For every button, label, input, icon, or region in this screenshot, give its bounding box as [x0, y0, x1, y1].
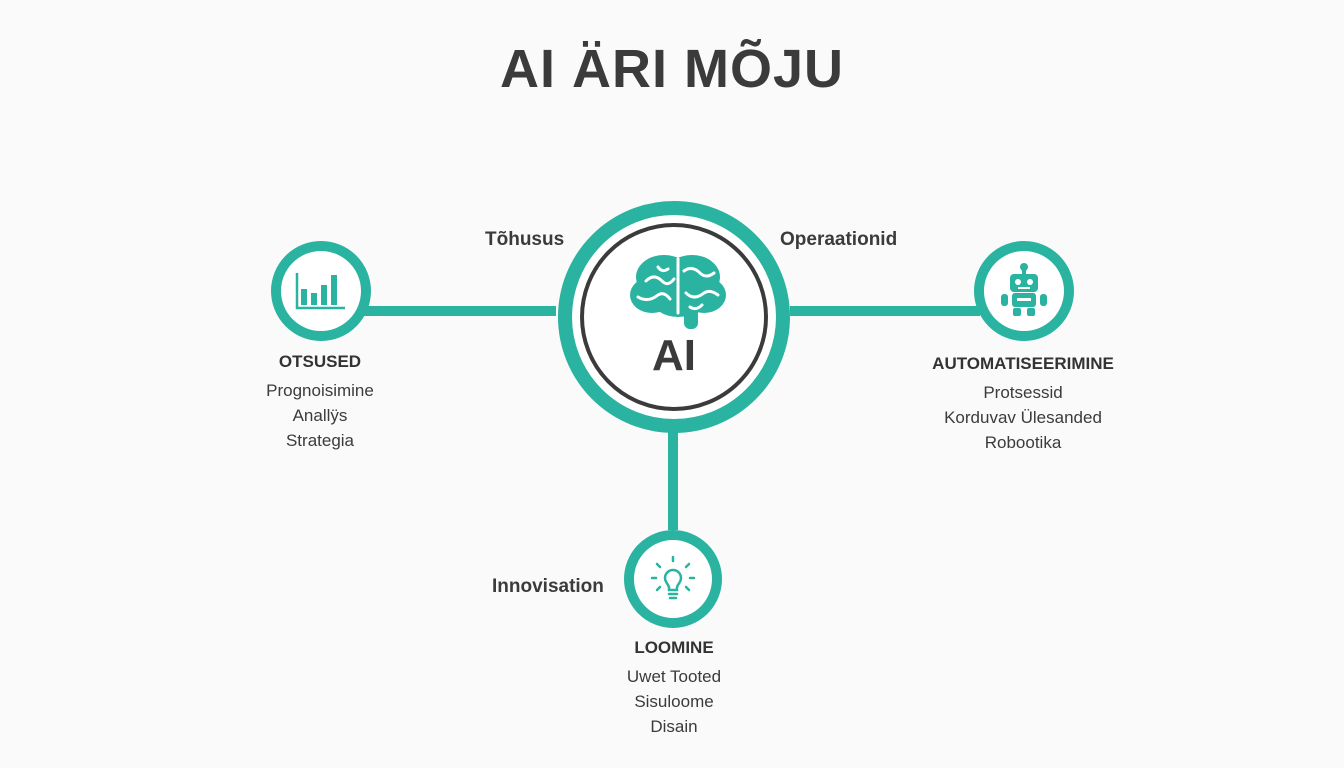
- creation-block: LOOMINE Uwet Tooted Sisuloome Disain: [574, 638, 774, 739]
- automation-item: Robootika: [984, 433, 1062, 452]
- decisions-block: OTSUSED Prognoisimine Anallÿs Strategia: [220, 352, 420, 453]
- creation-item: Uwet Tooted: [626, 667, 722, 686]
- decisions-item: Strategia: [285, 431, 355, 450]
- decisions-heading: OTSUSED: [278, 352, 362, 371]
- edge-label-innovation: Innovisation: [492, 576, 604, 597]
- node-decisions: [271, 241, 371, 341]
- lightbulb-icon: [650, 555, 696, 600]
- center-label: AI: [652, 331, 696, 380]
- edge-label-operations: Operaationid: [780, 229, 898, 250]
- creation-item: Disain: [650, 717, 698, 736]
- connector-bottom: [668, 430, 678, 530]
- connector-right: [790, 306, 980, 316]
- edge-label-efficiency: Tõhusus: [485, 229, 565, 250]
- automation-item: Korduvav Ülesanded: [944, 408, 1102, 427]
- brain-icon: [630, 255, 726, 329]
- center-node: AI: [558, 201, 790, 433]
- automation-heading: AUTOMATISEERIMINE: [932, 354, 1114, 373]
- creation-heading: LOOMINE: [634, 638, 714, 657]
- node-automation: [974, 241, 1074, 341]
- decisions-item: Prognoisimine: [266, 381, 374, 400]
- bar-chart-icon: [295, 273, 345, 310]
- node-creation: [624, 530, 722, 628]
- decisions-item: Anallÿs: [292, 406, 348, 425]
- automation-item: Protsessid: [983, 383, 1063, 402]
- page-title: AI ÄRI MÕJU: [499, 39, 845, 99]
- center-node-inner: AI: [580, 223, 768, 411]
- connector-left: [362, 306, 556, 316]
- creation-item: Sisuloome: [634, 692, 714, 711]
- automation-block: AUTOMATISEERIMINE Protsessid Korduvav Ül…: [903, 354, 1143, 455]
- robot-icon: [1001, 263, 1047, 316]
